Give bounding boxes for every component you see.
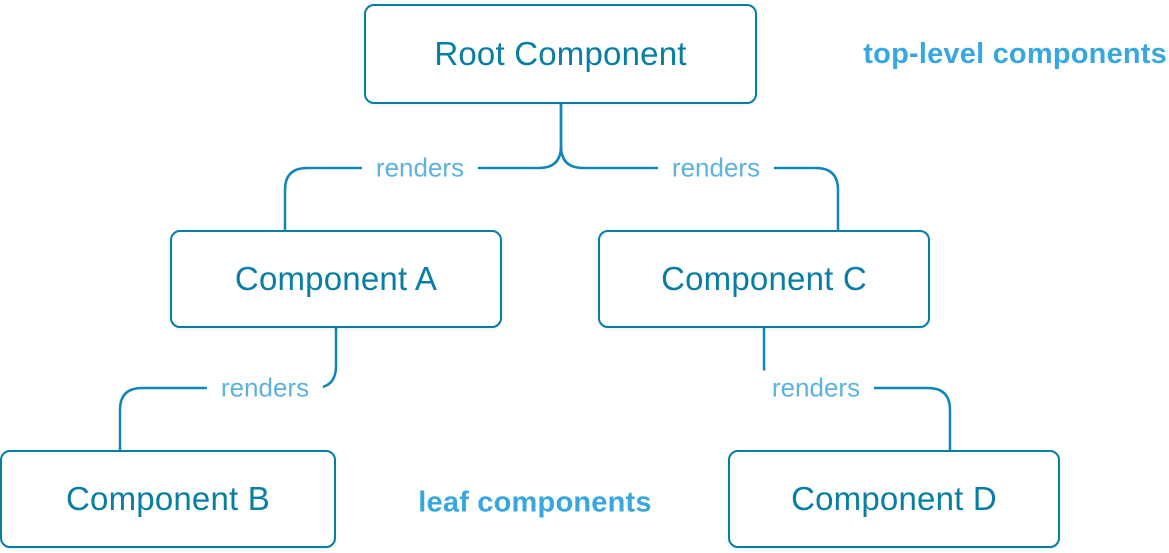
node-component-d: Component D xyxy=(728,450,1060,548)
node-component-b: Component B xyxy=(0,450,336,548)
edge-label-c-d-renders: renders xyxy=(757,370,875,406)
node-root-component: Root Component xyxy=(364,4,757,104)
node-component-a: Component A xyxy=(170,230,502,328)
edge-label-root-c-renders: renders xyxy=(657,150,775,186)
annotation-leaf-components: leaf components xyxy=(418,486,652,519)
node-component-d-label: Component D xyxy=(791,480,997,517)
edge-label-a-b-renders: renders xyxy=(206,370,324,406)
node-component-b-label: Component B xyxy=(66,480,270,517)
edge-label-root-a-renders: renders xyxy=(361,150,479,186)
node-component-c-label: Component C xyxy=(661,260,867,297)
node-root-component-label: Root Component xyxy=(434,35,687,72)
node-component-a-label: Component A xyxy=(234,260,438,297)
annotation-top-level-components: top-level components xyxy=(863,38,1167,70)
node-component-c: Component C xyxy=(598,230,930,328)
